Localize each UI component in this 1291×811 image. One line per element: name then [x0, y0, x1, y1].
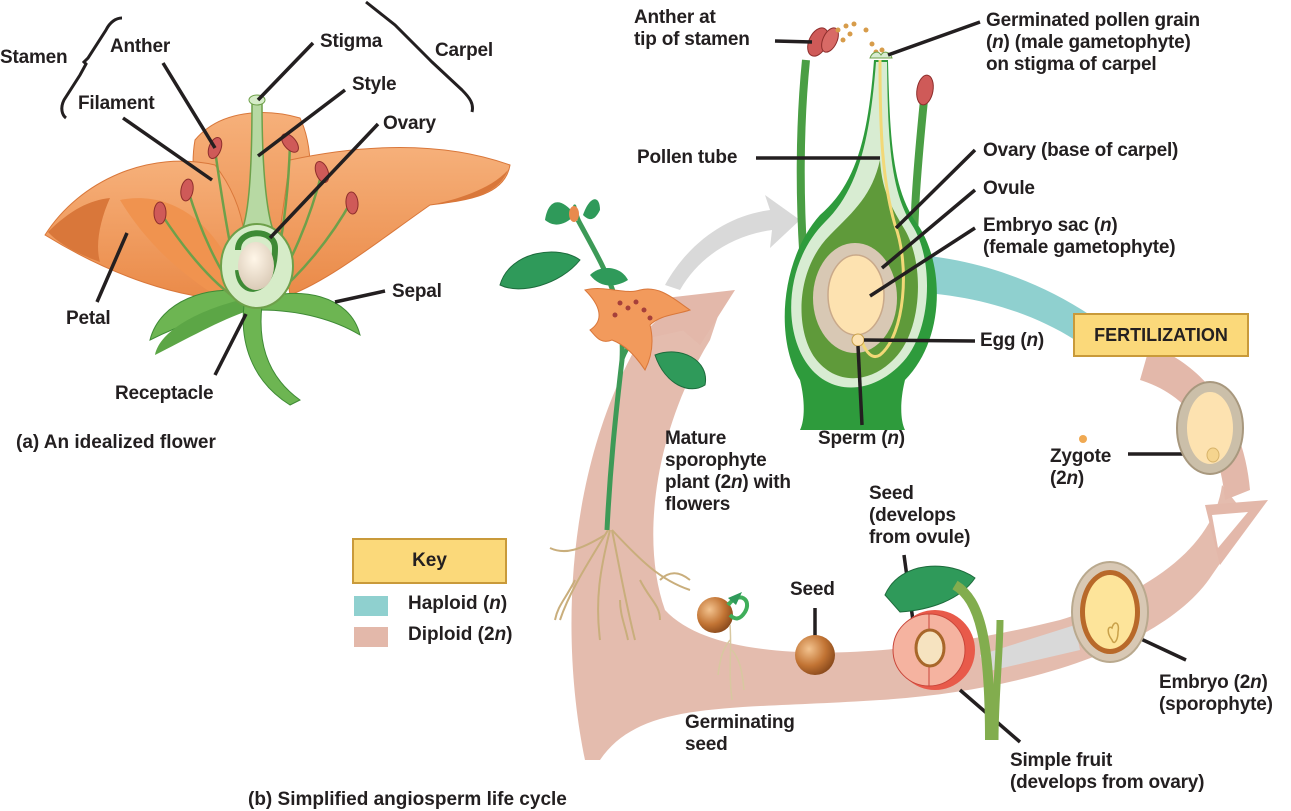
label-line: Anther at: [634, 7, 716, 28]
label-line: seed: [685, 734, 728, 755]
label-line: (develops: [869, 505, 956, 526]
seed-icon: [795, 635, 835, 675]
embryo-ovule: [1071, 561, 1149, 663]
label-line: Germinated pollen grain: [986, 10, 1200, 31]
caption-part-b: (b) Simplified angiosperm life cycle: [248, 789, 567, 810]
label-egg: Egg (n): [980, 330, 1045, 351]
label-line: on stigma of carpel: [986, 54, 1157, 75]
label-line: from ovule): [869, 527, 971, 548]
label-stamen: Stamen: [0, 47, 68, 68]
label-simple-fruit: Simple fruit(develops from ovary): [1010, 750, 1205, 794]
key-label-haploid: Haploid (n): [408, 593, 508, 614]
label-line: sporophyte: [665, 450, 767, 471]
label-carpel: Carpel: [435, 40, 493, 61]
label-petal: Petal: [66, 308, 111, 329]
mature-sporophyte-plant: [499, 199, 706, 641]
label-receptacle: Receptacle: [115, 383, 214, 404]
fertilization-box: FERTILIZATION: [1073, 313, 1249, 357]
label-line: Simple fruit: [1010, 750, 1113, 771]
label-seed: Seed: [790, 579, 835, 600]
label-line: (2n): [1050, 468, 1085, 489]
key-swatch-haploid: [354, 596, 388, 616]
label-line: Germinating: [685, 712, 795, 733]
label-line: tip of stamen: [634, 29, 750, 50]
label-filament: Filament: [78, 93, 155, 114]
key-title: Key: [352, 538, 507, 584]
floating-zygote-dot: [1079, 435, 1087, 443]
label-line: (n) (male gametophyte): [986, 32, 1191, 53]
label-style: Style: [352, 74, 397, 95]
gray-arrow-to-fruit: [980, 625, 1080, 672]
carpel-cross-section: [784, 21, 937, 430]
label-ovary-base: Ovary (base of carpel): [983, 140, 1179, 161]
label-pollen-grain: Germinated pollen grain(n) (male gametop…: [986, 10, 1200, 76]
caption-part-a: (a) An idealized flower: [16, 432, 216, 453]
label-ovule: Ovule: [983, 178, 1035, 199]
label-line: Mature: [665, 428, 727, 449]
label-sepal: Sepal: [392, 281, 442, 302]
part-a-leader-lines: [60, 0, 474, 376]
zygote-ovule: [1176, 381, 1244, 475]
label-stigma: Stigma: [320, 31, 383, 52]
label-sperm: Sperm (n): [818, 428, 905, 449]
label-anther: Anther: [110, 36, 171, 57]
label-line: Embryo sac (n): [983, 215, 1118, 236]
label-line: (female gametophyte): [983, 237, 1176, 258]
label-line: Seed: [869, 483, 914, 504]
label-line: (sporophyte): [1159, 694, 1273, 715]
idealized-flower: [44, 94, 511, 406]
gray-arrow-to-flower: [665, 195, 800, 290]
label-line: (develops from ovary): [1010, 772, 1205, 793]
label-pollen-tube: Pollen tube: [637, 147, 738, 168]
label-ovary: Ovary: [383, 113, 436, 134]
label-line: plant (2n) with: [665, 472, 791, 493]
label-line: Embryo (2n): [1159, 672, 1268, 693]
label-line: Zygote: [1050, 446, 1112, 467]
key-label-diploid: Diploid (2n): [408, 624, 513, 645]
label-zygote: Zygote(2n): [1050, 446, 1111, 490]
label-embryo-sac: Embryo sac (n)(female gametophyte): [983, 215, 1176, 259]
simple-fruit: [884, 565, 1004, 741]
key-swatch-diploid: [354, 627, 388, 647]
label-embryo: Embryo (2n)(sporophyte): [1159, 672, 1273, 716]
label-line: flowers: [665, 494, 731, 515]
germinating-seed: [697, 592, 749, 701]
